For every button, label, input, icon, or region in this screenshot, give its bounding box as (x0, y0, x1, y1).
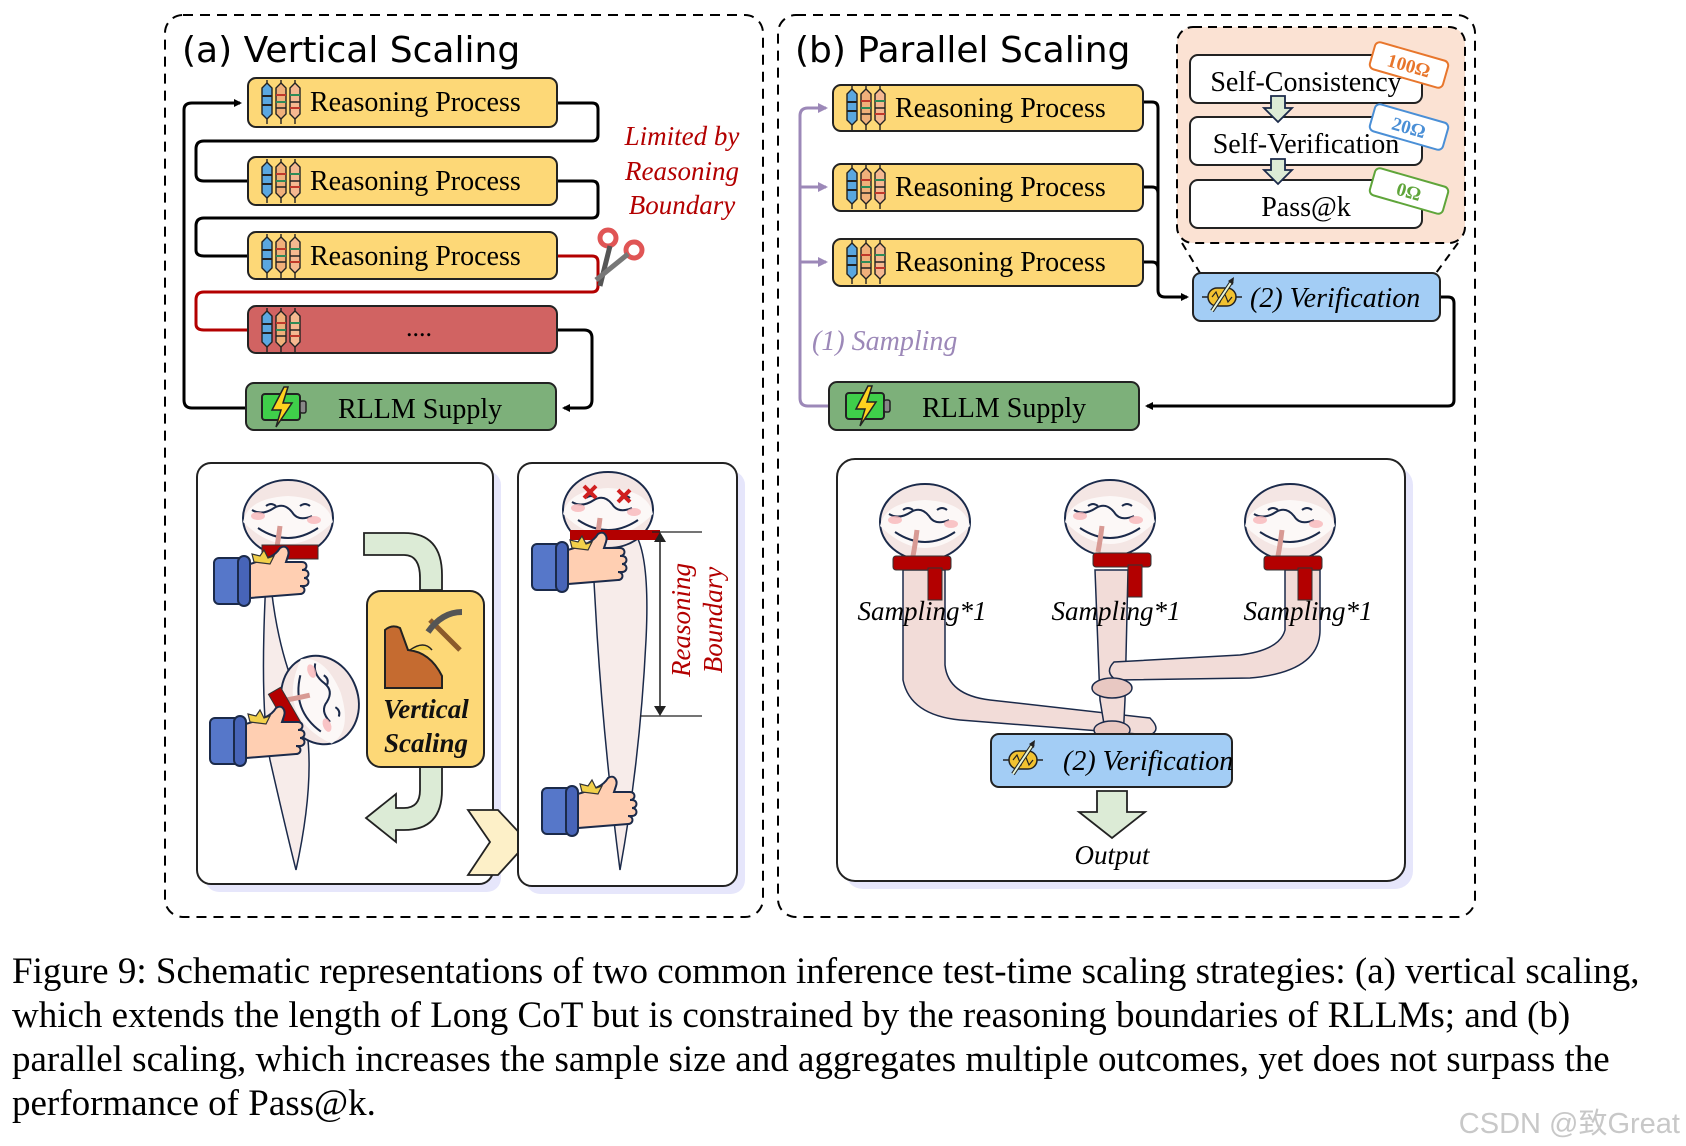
svg-text:Self-Verification: Self-Verification (1213, 129, 1400, 160)
svg-text:RLLM Supply: RLLM Supply (922, 393, 1086, 424)
truncated-reasoning-box: .... (247, 305, 558, 354)
illustration-parallel: Sampling*1 Sampling*1 Sampling*1 (2) Ver… (836, 458, 1413, 889)
svg-text:....: .... (406, 313, 432, 342)
scarf (892, 552, 1323, 601)
svg-text:Reasoning Process: Reasoning Process (895, 93, 1106, 124)
svg-text:Pass@k: Pass@k (1261, 192, 1351, 223)
snake-head-icon (880, 484, 970, 560)
sample-label: Sampling*1 (1243, 596, 1372, 626)
svg-text:Limited by: Limited by (624, 121, 740, 151)
svg-text:Reasoning Process: Reasoning Process (310, 166, 521, 197)
resistor-icon (846, 239, 886, 285)
resistor-icon (846, 85, 886, 131)
svg-text:Reasoning Process: Reasoning Process (895, 247, 1106, 278)
sample-labels: Sampling*1 Sampling*1 Sampling*1 (857, 596, 1372, 626)
reasoning-box-a-2: Reasoning Process (247, 156, 558, 206)
down-arrow-icon (1261, 95, 1295, 124)
flow-connectors-a (182, 99, 600, 412)
svg-text:Reasoning Process: Reasoning Process (310, 241, 521, 272)
snake-head-icon (1245, 484, 1335, 560)
verification-box-b: (2) Verification (1192, 272, 1441, 322)
svg-text:Self-Consistency: Self-Consistency (1210, 67, 1401, 98)
svg-text:RLLM Supply: RLLM Supply (338, 394, 502, 425)
svg-text:Boundary: Boundary (698, 567, 728, 674)
resistor-icon (846, 164, 886, 210)
flow-connectors-b (798, 100, 1456, 410)
verification-box-illustration: (2) Verification (990, 733, 1233, 788)
sampling-label: (1) Sampling (812, 326, 957, 357)
figure-diagram: (a) Vertical Scaling Reasoning Process R… (164, 14, 1476, 918)
panel-a-title: (a) Vertical Scaling (182, 30, 520, 71)
svg-text:(2) Verification: (2) Verification (1250, 283, 1420, 314)
svg-text:Reasoning: Reasoning (624, 156, 739, 186)
down-arrow-icon (1261, 158, 1295, 186)
panel-vertical-scaling: (a) Vertical Scaling Reasoning Process R… (164, 14, 764, 918)
svg-text:(2) Verification: (2) Verification (1063, 746, 1233, 777)
badge-0-ohm: 0Ω (1368, 167, 1450, 215)
watermark: CSDN @致Great (1458, 1108, 1680, 1140)
svg-text:Reasoning Process: Reasoning Process (310, 87, 521, 118)
output-label: Output (1074, 840, 1151, 870)
reasoning-boundary-label: Reasoning Boundary (666, 563, 728, 678)
svg-text:Boundary: Boundary (629, 190, 736, 220)
svg-text:Scaling: Scaling (384, 728, 468, 758)
method-pass-at-k: Pass@k (1189, 179, 1423, 229)
method-self-consistency: Self-Consistency (1189, 54, 1423, 104)
rllm-supply-b: RLLM Supply (828, 381, 1140, 431)
svg-text:Reasoning Process: Reasoning Process (895, 172, 1106, 203)
illustration-vertical-before: Vertical Scaling (196, 462, 501, 892)
sample-label: Sampling*1 (1051, 596, 1180, 626)
transition-arrow (466, 809, 530, 876)
reasoning-box-b-3: Reasoning Process (832, 238, 1144, 287)
sample-label: Sampling*1 (857, 596, 986, 626)
reasoning-box-b-1: Reasoning Process (832, 84, 1144, 132)
methods-panel: Self-Consistency Self-Verification Pass@… (1176, 26, 1466, 274)
limit-note: Limited by Reasoning Boundary (624, 121, 740, 220)
svg-text:Vertical: Vertical (383, 694, 469, 724)
illustration-vertical-after: Reasoning Boundary (517, 462, 745, 894)
panel-parallel-scaling: (b) Parallel Scaling Self-Consistency Se… (777, 14, 1476, 918)
resistor-icon (261, 307, 301, 353)
resistor-icon (261, 79, 301, 125)
vertical-scaling-label: Vertical Scaling (383, 694, 469, 758)
reasoning-box-b-2: Reasoning Process (832, 163, 1144, 212)
figure-caption: Figure 9: Schematic representations of t… (12, 951, 1640, 1124)
snake-head-icon (1065, 480, 1155, 556)
method-self-verification: Self-Verification (1189, 116, 1423, 166)
resistor-icon (261, 158, 301, 204)
resistor-icon (261, 233, 301, 279)
panel-b-title: (b) Parallel Scaling (795, 30, 1130, 71)
reasoning-box-a-3: Reasoning Process (247, 231, 558, 280)
rllm-supply-a: RLLM Supply (245, 382, 557, 431)
badge-20-ohm: 20Ω (1368, 103, 1450, 151)
reasoning-box-a-1: Reasoning Process (247, 77, 558, 128)
output-arrow-icon (1076, 790, 1148, 840)
mining-icon (384, 609, 463, 689)
svg-text:Reasoning: Reasoning (666, 563, 696, 678)
scissors-icon (594, 227, 645, 287)
